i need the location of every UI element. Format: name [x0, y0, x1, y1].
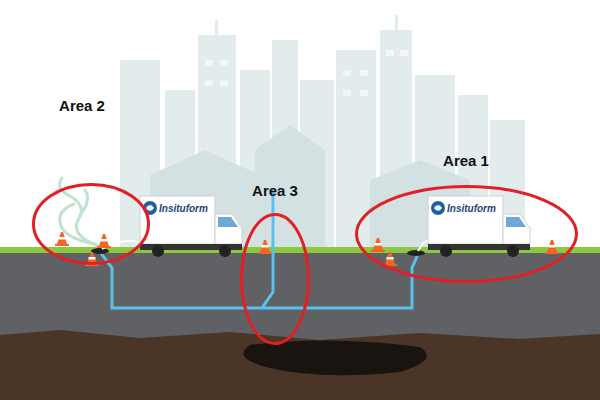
soil	[0, 330, 600, 400]
truck	[428, 196, 530, 257]
truck-logo-text: Insituform	[159, 203, 208, 214]
area-ellipse: Area 1	[355, 185, 578, 283]
ellipse-outline	[32, 183, 150, 265]
area-ellipse: Area 3	[240, 213, 310, 345]
truck	[140, 196, 242, 257]
ellipse-outline	[355, 185, 578, 283]
road	[0, 253, 600, 400]
truck-logo-text: Insituform	[447, 203, 496, 214]
area-label: Area 3	[252, 182, 298, 199]
manhole	[91, 248, 109, 254]
area-label: Area 2	[59, 97, 105, 114]
ellipse-outline	[240, 213, 310, 345]
void	[243, 340, 426, 375]
area-label: Area 1	[443, 152, 489, 169]
pipe	[100, 252, 418, 308]
manhole	[407, 250, 425, 256]
area-ellipse: Area 2	[32, 183, 150, 265]
skyline	[120, 15, 525, 250]
